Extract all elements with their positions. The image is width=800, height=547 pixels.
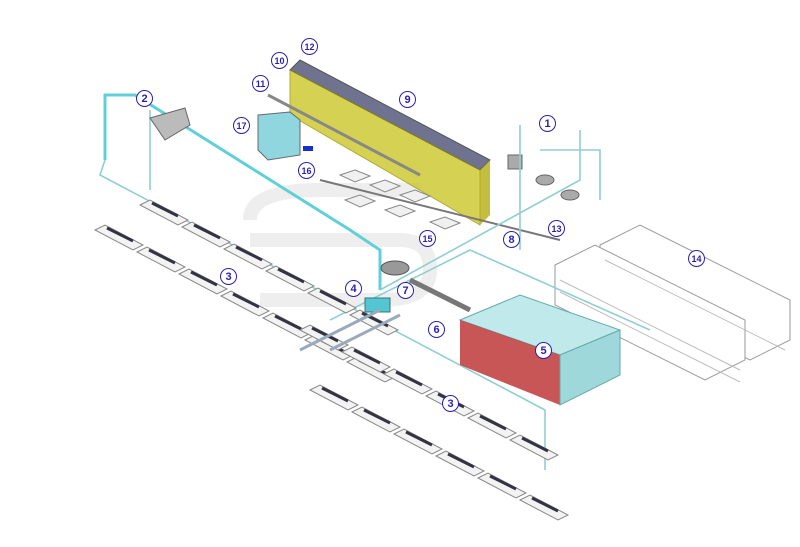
bench-molds xyxy=(148,248,176,265)
bench-molds xyxy=(489,474,517,491)
callout-8: 8 xyxy=(503,231,520,248)
bench xyxy=(518,494,570,521)
tank-5 xyxy=(458,294,622,406)
bench-molds xyxy=(363,408,391,425)
bench-molds xyxy=(447,452,475,469)
callout-15: 15 xyxy=(419,230,436,247)
callout-13: 13 xyxy=(548,220,565,237)
bench xyxy=(180,221,232,248)
bench-molds xyxy=(321,386,349,403)
main-header-pipe xyxy=(299,308,401,352)
bench xyxy=(308,384,360,411)
glass-tank-17 xyxy=(257,93,421,177)
bench-molds xyxy=(106,226,134,243)
bench xyxy=(138,199,190,226)
bench xyxy=(350,406,402,433)
equipment-1 xyxy=(507,154,580,201)
bench xyxy=(93,224,145,251)
bench-molds xyxy=(151,201,179,218)
bench-molds xyxy=(232,292,260,309)
callout-16: 16 xyxy=(298,162,315,179)
callout-10: 10 xyxy=(271,52,288,69)
callout-3a: 3 xyxy=(220,268,237,285)
bench-molds xyxy=(405,430,433,447)
bench-molds xyxy=(395,370,423,387)
bench-molds xyxy=(311,326,339,343)
callout-6: 6 xyxy=(428,321,445,338)
bench-molds xyxy=(235,245,263,262)
callout-11: 11 xyxy=(252,75,269,92)
bench-molds xyxy=(353,348,381,365)
bench-molds xyxy=(274,314,302,331)
bench-rows xyxy=(93,199,570,521)
bench-molds xyxy=(319,289,347,306)
hopper-2 xyxy=(149,107,191,141)
bench-molds xyxy=(521,436,549,453)
bench xyxy=(261,312,313,339)
bench xyxy=(476,472,528,499)
callout-7: 7 xyxy=(397,282,414,299)
callout-9: 9 xyxy=(399,91,416,108)
callout-1: 1 xyxy=(539,115,556,132)
bench-molds xyxy=(531,496,559,513)
bench xyxy=(222,243,274,270)
bench xyxy=(382,368,434,395)
feeder-units xyxy=(364,260,472,313)
bench xyxy=(340,346,392,373)
bench-molds xyxy=(479,414,507,431)
bench-molds xyxy=(277,267,305,284)
bench xyxy=(434,450,486,477)
bench-molds xyxy=(190,270,218,287)
bench xyxy=(508,434,560,461)
storage-racks xyxy=(554,224,791,383)
callout-3b: 3 xyxy=(442,395,459,412)
callout-5: 5 xyxy=(535,342,552,359)
bench xyxy=(177,268,229,295)
callout-12: 12 xyxy=(301,38,318,55)
bench xyxy=(264,265,316,292)
callout-14: 14 xyxy=(688,250,705,267)
bench xyxy=(135,246,187,273)
bench xyxy=(219,290,271,317)
bench-molds xyxy=(193,223,221,240)
callout-4: 4 xyxy=(345,280,362,297)
conveyor-dryer-frame xyxy=(289,59,491,226)
callout-2: 2 xyxy=(136,90,153,107)
bench xyxy=(466,412,518,439)
bench xyxy=(392,428,444,455)
callout-17: 17 xyxy=(233,117,250,134)
bench xyxy=(306,287,358,314)
work-tables xyxy=(319,169,561,241)
